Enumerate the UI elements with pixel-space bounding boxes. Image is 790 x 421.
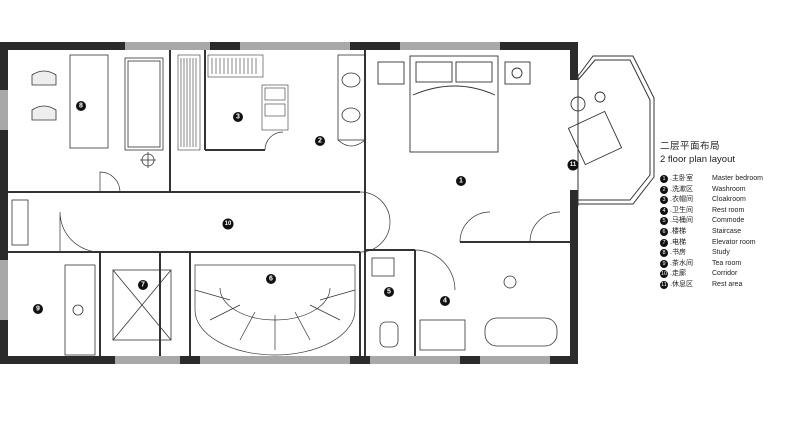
room-marker-7: 7 <box>141 282 145 289</box>
study-furniture <box>31 54 164 168</box>
room-marker-3: 3 <box>236 114 240 121</box>
legend-item: 2.洗漱区 Washroom <box>660 185 746 196</box>
legend-number: 9 <box>660 259 668 268</box>
legend-number: 5 <box>660 217 668 226</box>
legend-item: 5.马桶间 Commode <box>660 216 744 227</box>
legend: 二层平面布局 2 floor plan layout 1.主卧室 Master b… <box>660 140 763 291</box>
legend-number: 1 <box>660 175 668 183</box>
legend-cn: .洗漱区 <box>670 185 693 193</box>
room-marker-5: 5 <box>387 289 391 296</box>
bay-window <box>577 55 655 206</box>
legend-en: Rest room <box>712 206 745 214</box>
room-marker-2: 2 <box>318 138 322 145</box>
legend-item: 8.书房 Study <box>660 248 735 259</box>
legend-cn: .马桶间 <box>670 217 693 225</box>
legend-cn: .楼梯 <box>670 227 686 235</box>
legend-title-en: 2 floor plan layout <box>660 154 735 165</box>
legend-cn: .卫生间 <box>670 206 693 214</box>
room-marker-8: 8 <box>79 103 83 110</box>
legend-item: 1.主卧室 Master bedroom <box>660 174 763 185</box>
interior-walls <box>8 50 570 356</box>
doors <box>59 131 561 291</box>
legend-item: 10.走廊 Corridor <box>660 269 738 280</box>
legend-number: 11 <box>660 280 668 289</box>
legend-cn: .书房 <box>670 249 686 257</box>
legend-cn: .走廊 <box>670 270 686 278</box>
legend-cn: .电梯 <box>670 238 686 246</box>
legend-number: 7 <box>660 238 668 247</box>
legend-number: 4 <box>660 206 668 215</box>
legend-cn: .茶水间 <box>670 259 693 267</box>
legend-number: 3 <box>660 196 668 205</box>
legend-cn: .主卧室 <box>670 175 693 182</box>
legend-en: Elevator room <box>712 238 756 246</box>
exterior-walls <box>0 42 578 364</box>
legend-en: Rest area <box>712 280 743 288</box>
legend-en: Staircase <box>712 227 742 235</box>
legend-cn: .衣帽间 <box>670 196 693 204</box>
washroom-vanity <box>337 54 366 147</box>
legend-cn: .休息区 <box>670 280 693 288</box>
room-markers: 1 2 3 4 5 6 7 8 9 10 11 <box>33 101 579 314</box>
legend-item: 3.衣帽间 Cloakroom <box>660 195 746 206</box>
legend-en: Cloakroom <box>712 196 746 204</box>
room-marker-10: 10 <box>225 221 232 227</box>
windows <box>0 42 550 364</box>
staircase <box>194 264 356 356</box>
legend-en: Tea room <box>712 259 742 267</box>
rest-area-furniture <box>567 91 623 166</box>
legend-number: 2 <box>660 185 668 194</box>
room-marker-1: 1 <box>459 178 463 185</box>
room-marker-4: 4 <box>443 298 447 305</box>
legend-item: 11.休息区 Rest area <box>660 280 742 291</box>
tea-room-furniture <box>11 199 96 356</box>
room-marker-11: 11 <box>570 162 577 168</box>
legend-en: Washroom <box>712 185 746 193</box>
legend-item: 7.电梯 Elevator room <box>660 238 756 249</box>
legend-en: Master bedroom <box>712 175 763 182</box>
room-marker-9: 9 <box>36 306 40 313</box>
legend-item: 9.茶水间 Tea room <box>660 259 741 270</box>
legend-list: 1.主卧室 Master bedroom 2.洗漱区 Washroom 3.衣帽间 C… <box>660 174 763 291</box>
restroom-fixtures <box>371 257 558 351</box>
elevator <box>112 269 172 341</box>
legend-item: 6.楼梯 Staircase <box>660 227 741 238</box>
legend-item: 4.卫生间 Rest room <box>660 206 744 217</box>
legend-number: 6 <box>660 227 668 236</box>
legend-en: Study <box>712 249 730 257</box>
legend-number: 8 <box>660 249 668 258</box>
room-marker-6: 6 <box>269 276 273 283</box>
master-bed <box>377 55 531 153</box>
legend-number: 10 <box>660 270 668 279</box>
legend-title-cn: 二层平面布局 <box>660 141 721 152</box>
cloakroom-furniture <box>177 54 289 151</box>
legend-en: Corridor <box>712 270 738 278</box>
legend-en: Commode <box>712 217 745 225</box>
